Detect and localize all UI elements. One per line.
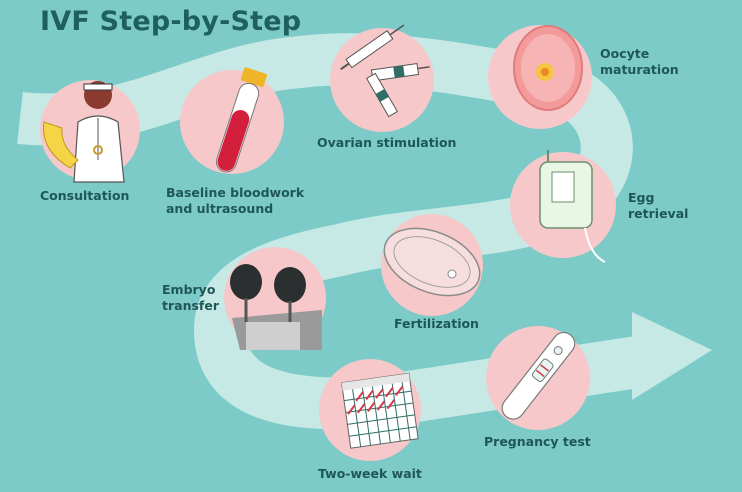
step-label-wait: Two-week wait — [318, 466, 422, 481]
step-label-consultation: Consultation — [40, 188, 130, 203]
step-label-stimulation: Ovarian stimulation — [317, 135, 457, 150]
stirrups-icon — [230, 264, 322, 350]
page-title: IVF Step-by-Step — [40, 6, 302, 37]
step-label-pregnancy: Pregnancy test — [484, 434, 591, 449]
collection-bag-icon — [539, 150, 606, 263]
blood-tube-icon — [215, 67, 267, 173]
step-label-transfer: Embryo transfer — [162, 282, 219, 313]
path-arrowhead — [632, 312, 712, 400]
step-label-fertilization: Fertilization — [394, 316, 479, 331]
calendar-icon — [341, 372, 419, 449]
petri-dish-icon — [383, 227, 481, 297]
step-label-retrieval: Egg retrieval — [628, 190, 689, 221]
syringes-icon — [340, 24, 430, 118]
doctor-phone-icon — [43, 81, 125, 183]
pregnancy-test-icon — [501, 331, 576, 420]
step-label-oocyte: Oocyte maturation — [600, 46, 679, 77]
oocyte-icon — [513, 25, 583, 111]
step-label-bloodwork: Baseline bloodwork and ultrasound — [166, 185, 305, 216]
